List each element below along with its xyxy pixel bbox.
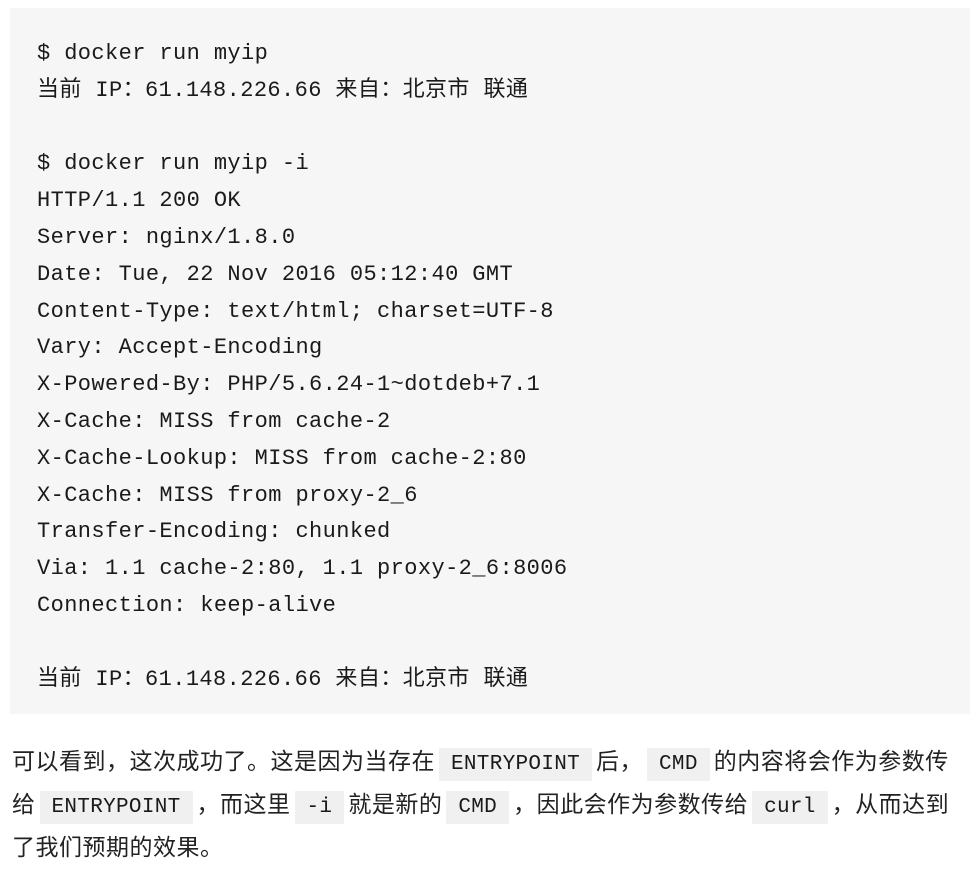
code-line: Server: nginx/1.8.0 (37, 224, 296, 250)
paragraph-text: ，因此会作为参数传给 (513, 792, 749, 818)
paragraph-text: ，而这里 (196, 792, 291, 818)
code-line: Vary: Accept-Encoding (37, 335, 323, 361)
inline-code-entrypoint: ENTRYPOINT (39, 791, 193, 824)
code-line: $ docker run myip -i (37, 151, 310, 177)
inline-code-flag-i: -i (294, 791, 345, 824)
code-line (37, 625, 970, 662)
paragraph-text: 可以看到，这次成功了。这是因为当存在 (12, 749, 435, 775)
paragraph-text: 后， (596, 749, 644, 775)
code-line (37, 110, 970, 147)
code-line: 当前 IP：61.148.226.66 来自：北京市 联通 (37, 77, 529, 103)
code-line: HTTP/1.1 200 OK (37, 188, 242, 214)
code-line: X-Cache-Lookup: MISS from cache-2:80 (37, 445, 527, 471)
code-line: X-Powered-By: PHP/5.6.24-1~dotdeb+7.1 (37, 372, 541, 398)
code-line: X-Cache: MISS from proxy-2_6 (37, 482, 418, 508)
code-line: Transfer-Encoding: chunked (37, 519, 391, 545)
code-line: $ docker run myip (37, 41, 269, 66)
inline-code-entrypoint: ENTRYPOINT (439, 748, 593, 781)
code-block: $ docker run myip 当前 IP：61.148.226.66 来自… (10, 8, 970, 714)
paragraph-text: 的内容将会作为参数传给 (12, 749, 949, 818)
inline-code-curl: curl (752, 791, 828, 824)
code-line: Date: Tue, 22 Nov 2016 05:12:40 GMT (37, 261, 514, 287)
paragraph-text: 就是新的 (348, 792, 443, 818)
code-line: Content-Type: text/html; charset=UTF-8 (37, 298, 554, 324)
code-line: 当前 IP：61.148.226.66 来自：北京市 联通 (37, 666, 529, 692)
inline-code-cmd: CMD (446, 791, 510, 824)
paragraph-text: ，从而达到了我们预期的效果。 (12, 792, 950, 861)
code-line: Via: 1.1 cache-2:80, 1.1 proxy-2_6:8006 (37, 556, 568, 582)
code-line: Connection: keep-alive (37, 592, 337, 618)
code-line: X-Cache: MISS from cache-2 (37, 408, 391, 434)
inline-code-cmd: CMD (647, 748, 710, 781)
